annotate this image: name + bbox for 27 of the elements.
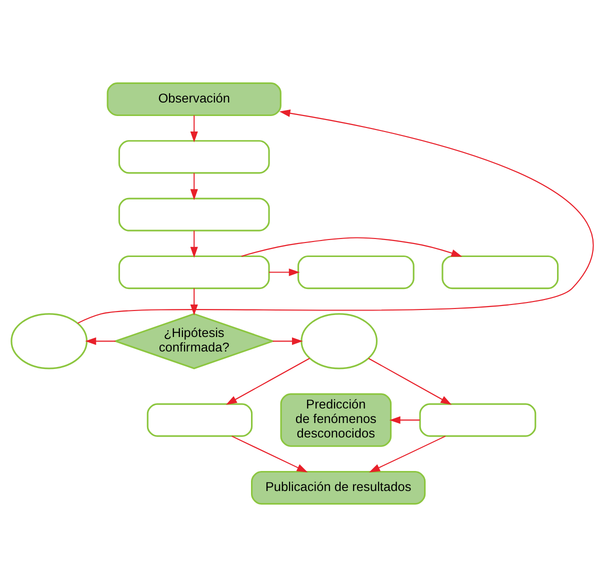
- arrow: [190, 115, 198, 142]
- arrow: [226, 358, 310, 405]
- node-ellipse: [10, 313, 88, 370]
- node-box: Publicación de resultados: [251, 470, 426, 505]
- node-box: Predicción de fenómenos desconocidos: [280, 393, 392, 447]
- node-box: [297, 255, 414, 290]
- node-box: [419, 403, 536, 437]
- arrow: [190, 230, 198, 258]
- arrow: [368, 358, 452, 405]
- node-box: [146, 403, 253, 437]
- arrow: [190, 173, 198, 200]
- node-box: [442, 255, 559, 290]
- node-ellipse: [300, 313, 378, 370]
- node-box: [118, 198, 270, 232]
- arrow: [389, 416, 420, 424]
- arrow: [190, 288, 198, 316]
- arrow: [269, 268, 300, 276]
- arrow: [272, 337, 303, 345]
- arrow: [85, 337, 116, 345]
- arrow: [78, 109, 593, 324]
- arrow: [369, 436, 446, 472]
- node-diamond: ¿Hipótesis confirmada?: [113, 313, 276, 370]
- arrow: [241, 237, 462, 257]
- node-box: [118, 140, 270, 174]
- node-box: Observación: [106, 82, 282, 116]
- node-box: [118, 255, 270, 290]
- arrow: [232, 436, 308, 472]
